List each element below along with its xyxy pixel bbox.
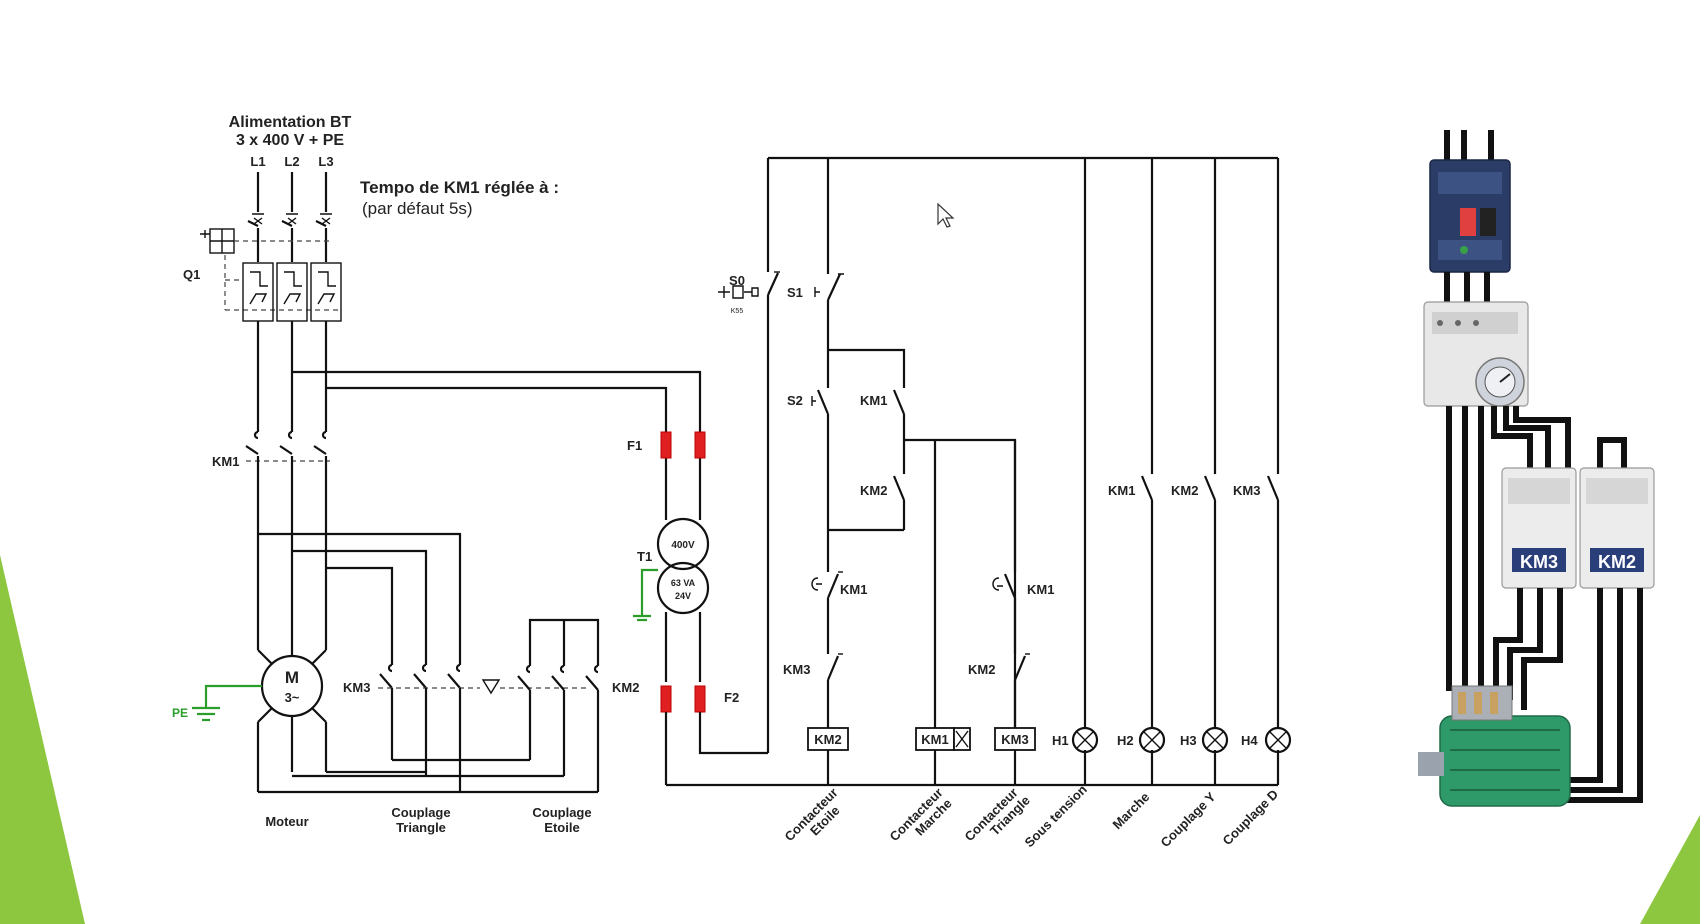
s0-sublabel: K55 [731, 308, 744, 315]
fuse-f1-label: F1 [627, 438, 642, 453]
timer-note: Tempo de KM1 réglée à : [360, 178, 559, 197]
contactor-km1-device [1423, 301, 1529, 407]
km1-timer-label: KM1 [840, 582, 867, 597]
supply-subtitle: 3 x 400 V + PE [236, 132, 344, 149]
label-star-1: Couplage [532, 805, 591, 820]
timer-icon [811, 577, 822, 591]
earth-symbol: PE [172, 684, 262, 722]
supply-title: Alimentation BT [229, 114, 352, 131]
timer-icon-2 [992, 577, 1003, 591]
earth-label: PE [172, 706, 188, 720]
transformer-secondary-1: 63 VA [671, 578, 696, 588]
label-motor: Moteur [265, 814, 308, 829]
breaker-label: Q1 [183, 267, 200, 282]
fuse-f2-b [694, 685, 706, 713]
mechanical-interlock-icon [481, 679, 501, 695]
fuse-f2-a [660, 685, 672, 713]
coil-km2-label: KM2 [814, 732, 841, 747]
power-circuit: Alimentation BT 3 x 400 V + PE L1 L2 L3 … [172, 114, 702, 835]
control-circuit: S0 K55 S1 S2 KM1 KM2 KM1 KM3 [666, 156, 1292, 850]
transformer-primary: 400V [671, 540, 695, 551]
phase-l1: L1 [250, 154, 265, 169]
motor-device [1418, 685, 1571, 807]
fuse-f1-a [660, 431, 672, 459]
km2-contact-label: KM2 [860, 483, 887, 498]
decor-right-triangle [1640, 815, 1700, 924]
caption-star-coupling: Couplage Y [1158, 789, 1219, 850]
motor-symbol: M 3~ [256, 649, 328, 792]
phase-l3: L3 [318, 154, 333, 169]
km2-device-label: KM2 [1598, 552, 1636, 572]
label-triangle-1: Couplage [391, 805, 450, 820]
coil-km1-label: KM1 [921, 732, 948, 747]
lamp-h3-label: H3 [1180, 733, 1197, 748]
lamp-h4-label: H4 [1241, 733, 1258, 748]
sig-km2-label: KM2 [1171, 483, 1198, 498]
equipment-photo: KM3 KM2 [1418, 130, 1655, 807]
km1-timer-no-label: KM1 [1027, 582, 1054, 597]
caption-delta-coupling: Couplage D [1220, 786, 1282, 848]
transformer-label: T1 [637, 549, 652, 564]
motor-m: M [285, 668, 299, 687]
s2-label: S2 [787, 393, 803, 408]
km2-interlock-label: KM2 [968, 662, 995, 677]
contactor-km3-device: KM3 [1501, 467, 1577, 589]
breaker-blocks [242, 262, 342, 322]
km3-interlock-label: KM3 [783, 662, 810, 677]
caption-power-on: Sous tension [1022, 782, 1090, 850]
motor-breaker-device [1429, 159, 1511, 273]
km3-device-label: KM3 [1520, 552, 1558, 572]
sig-km3-label: KM3 [1233, 483, 1260, 498]
label-star-2: Etoile [544, 820, 579, 835]
sig-km1-label: KM1 [1108, 483, 1135, 498]
breaker-handle-icon [200, 228, 235, 254]
emergency-stop-icon [718, 285, 759, 299]
motor-phase: 3~ [285, 690, 300, 705]
fuse-f1-b [694, 431, 706, 459]
s1-label: S1 [787, 285, 803, 300]
km1-power-label: KM1 [212, 454, 239, 469]
km2-power-label: KM2 [612, 680, 639, 695]
decor-left-triangle [0, 555, 85, 924]
coil-km3-label: KM3 [1001, 732, 1028, 747]
mouse-cursor-icon [937, 202, 955, 228]
transformer-secondary-2: 24V [675, 591, 691, 601]
timer-note-default: (par défaut 5s) [362, 199, 473, 218]
km1-hold-label: KM1 [860, 393, 887, 408]
label-triangle-2: Triangle [396, 820, 446, 835]
km3-power-label: KM3 [343, 680, 370, 695]
contactor-km2-device: KM2 [1579, 467, 1655, 589]
lamp-h2-label: H2 [1117, 733, 1134, 748]
s0-label: S0 [729, 273, 745, 288]
caption-run: Marche [1110, 789, 1153, 832]
phase-l2: L2 [284, 154, 299, 169]
transformer-block: F1 T1 400V 63 VA 24V F2 [627, 431, 768, 785]
fuse-f2-label: F2 [724, 690, 739, 705]
lamp-h1-label: H1 [1052, 733, 1069, 748]
